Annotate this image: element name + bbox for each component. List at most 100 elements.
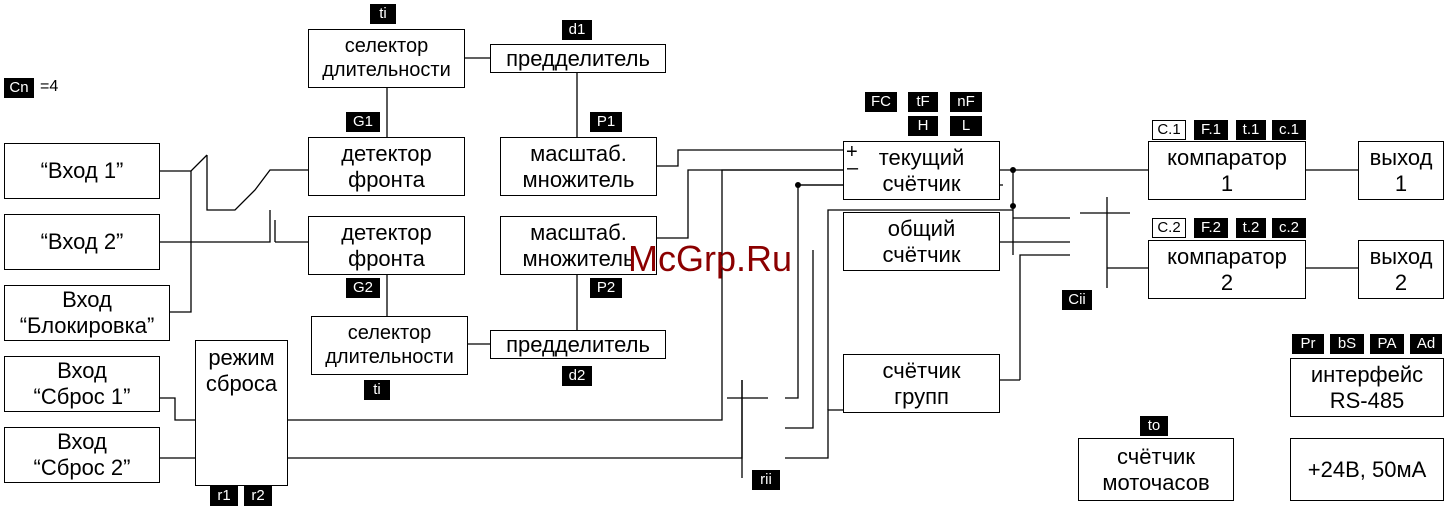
prescaler-bottom: предделитель	[490, 330, 666, 359]
total-counter-line2: счётчик	[882, 241, 961, 267]
tag-c1-lower: c.1	[1272, 120, 1306, 140]
edge-detector-2-line2: фронта	[348, 245, 425, 271]
input-reset-1-line1: Вход	[57, 358, 107, 384]
input-1-block: “Вход 1”	[4, 143, 160, 199]
current-counter: текущий счётчик	[843, 141, 1000, 200]
input-lock-block: Вход “Блокировка”	[4, 285, 170, 341]
tag-pr: Pr	[1292, 334, 1324, 354]
hour-meter-line1: счётчик	[1117, 443, 1195, 469]
tag-to: to	[1140, 416, 1168, 436]
scale-multiplier-2-line2: множитель	[522, 245, 635, 271]
group-counter: счётчик групп	[843, 354, 1000, 413]
tag-p2: P2	[590, 278, 622, 298]
total-counter-line1: общий	[887, 215, 956, 241]
tag-f2: F.2	[1194, 218, 1228, 238]
tag-ti-top: ti	[370, 4, 396, 24]
tag-r1: r1	[210, 486, 238, 506]
duration-selector-top-line2: длительности	[322, 58, 451, 81]
duration-selector-bottom-line1: селектор	[347, 321, 432, 344]
tag-l: L	[950, 116, 982, 136]
hour-meter: счётчик моточасов	[1078, 438, 1234, 501]
duration-selector-top-line1: селектор	[344, 34, 429, 57]
tag-cii: Cii	[1062, 290, 1092, 310]
output-2-line1: выход	[1369, 243, 1433, 269]
reset-mode-block: режим сброса	[195, 340, 288, 486]
comparator-1-line1: компаратор	[1167, 144, 1287, 170]
edge-detector-1: детектор фронта	[308, 137, 465, 196]
power-label: +24В, 50мА	[1307, 456, 1427, 482]
tag-c2-lower: c.2	[1272, 218, 1306, 238]
input-1-label: “Вход 1”	[40, 158, 124, 184]
input-lock-line1: Вход	[62, 287, 112, 313]
tag-c2-upper: C.2	[1152, 218, 1186, 238]
edge-detector-2-line1: детектор	[341, 219, 432, 245]
tag-cn: Cn	[4, 78, 34, 98]
input-lock-line2: “Блокировка”	[19, 313, 155, 338]
prescaler-top-label: предделитель	[506, 45, 650, 71]
edge-detector-2: детектор фронта	[308, 216, 465, 275]
input-2-label: “Вход 2”	[40, 229, 124, 255]
tag-d2: d2	[562, 366, 592, 386]
comparator-2-line2: 2	[1220, 269, 1234, 295]
duration-selector-bottom: селектор длительности	[311, 316, 468, 375]
tag-pa: PA	[1370, 334, 1404, 354]
tag-ti-bottom: ti	[364, 380, 390, 400]
tag-tf: tF	[908, 92, 938, 112]
tag-cn-value: =4	[40, 78, 59, 95]
interface-line1: интерфейс	[1310, 361, 1424, 387]
interface-rs485: интерфейс RS-485	[1290, 358, 1444, 417]
scale-multiplier-2: масштаб. множитель	[500, 216, 657, 275]
duration-selector-bottom-line2: длительности	[325, 345, 454, 368]
output-1-line2: 1	[1394, 170, 1408, 196]
tag-p1: P1	[590, 112, 622, 132]
tag-bs: bS	[1330, 334, 1364, 354]
tag-t2: t.2	[1236, 218, 1266, 238]
output-1-line1: выход	[1369, 144, 1433, 170]
comparator-2: компаратор 2	[1148, 240, 1306, 299]
group-counter-line2: групп	[894, 383, 949, 409]
input-reset-1-block: Вход “Сброс 1”	[4, 356, 160, 412]
group-counter-line1: счётчик	[882, 357, 961, 383]
total-counter: общий счётчик	[843, 212, 1000, 271]
current-counter-line2: счётчик	[882, 170, 961, 196]
output-2-line2: 2	[1394, 269, 1408, 295]
input-2-block: “Вход 2”	[4, 214, 160, 270]
comparator-2-line1: компаратор	[1167, 243, 1287, 269]
tag-g2: G2	[346, 278, 380, 298]
comparator-1-line2: 1	[1220, 170, 1234, 196]
input-reset-1-line2: “Сброс 1”	[33, 384, 131, 409]
hour-meter-line2: моточасов	[1102, 469, 1210, 495]
reset-mode-line1: режим	[208, 345, 275, 370]
input-reset-2-line1: Вход	[57, 429, 107, 455]
minus-sign: –	[847, 157, 859, 179]
prescaler-top: предделитель	[490, 44, 666, 73]
watermark: McGrp.Ru	[628, 238, 793, 279]
tag-r2: r2	[244, 486, 272, 506]
duration-selector-top: селектор длительности	[308, 29, 465, 88]
output-1: выход 1	[1358, 141, 1444, 200]
tag-fc: FC	[865, 92, 897, 112]
reset-mode-line2: сброса	[205, 370, 278, 396]
tag-rii: rii	[752, 470, 780, 490]
tag-ad: Ad	[1410, 334, 1442, 354]
tag-c1-upper: C.1	[1152, 120, 1186, 140]
comparator-1: компаратор 1	[1148, 141, 1306, 200]
input-reset-2-line2: “Сброс 2”	[33, 455, 131, 480]
scale-multiplier-1-line2: множитель	[522, 166, 635, 192]
power-supply: +24В, 50мА	[1290, 438, 1444, 501]
edge-detector-1-line1: детектор	[341, 140, 432, 166]
scale-multiplier-2-line1: масштаб.	[530, 219, 627, 245]
tag-nf: nF	[950, 92, 982, 112]
current-counter-line1: текущий	[878, 144, 965, 170]
scale-multiplier-1: масштаб. множитель	[500, 137, 657, 196]
tag-g1: G1	[346, 112, 380, 132]
interface-line2: RS-485	[1329, 387, 1405, 413]
edge-detector-1-line2: фронта	[348, 166, 425, 192]
tag-f1: F.1	[1194, 120, 1228, 140]
output-2: выход 2	[1358, 240, 1444, 299]
prescaler-bottom-label: предделитель	[506, 331, 650, 357]
scale-multiplier-1-line1: масштаб.	[530, 140, 627, 166]
tag-h: H	[908, 116, 938, 136]
tag-d1: d1	[562, 20, 592, 40]
